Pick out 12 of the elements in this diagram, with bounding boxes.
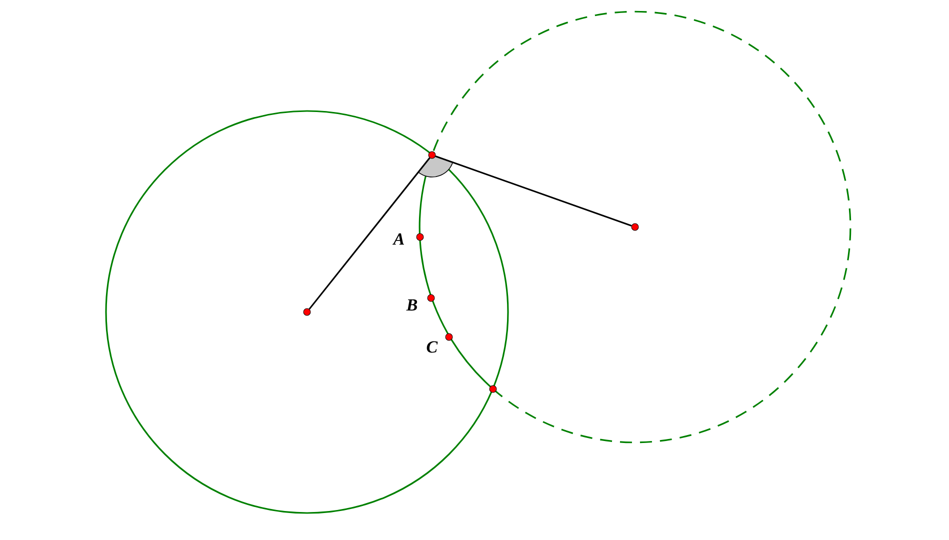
point-label: B <box>406 299 418 311</box>
point <box>416 233 424 241</box>
line-segment <box>435 156 632 226</box>
point <box>428 151 436 159</box>
point <box>303 308 311 316</box>
point-label: A <box>392 233 404 245</box>
point <box>427 294 435 302</box>
point <box>445 333 453 341</box>
point <box>631 223 639 231</box>
line-segment <box>308 157 430 310</box>
point <box>489 385 497 393</box>
point-label: C <box>426 341 438 353</box>
